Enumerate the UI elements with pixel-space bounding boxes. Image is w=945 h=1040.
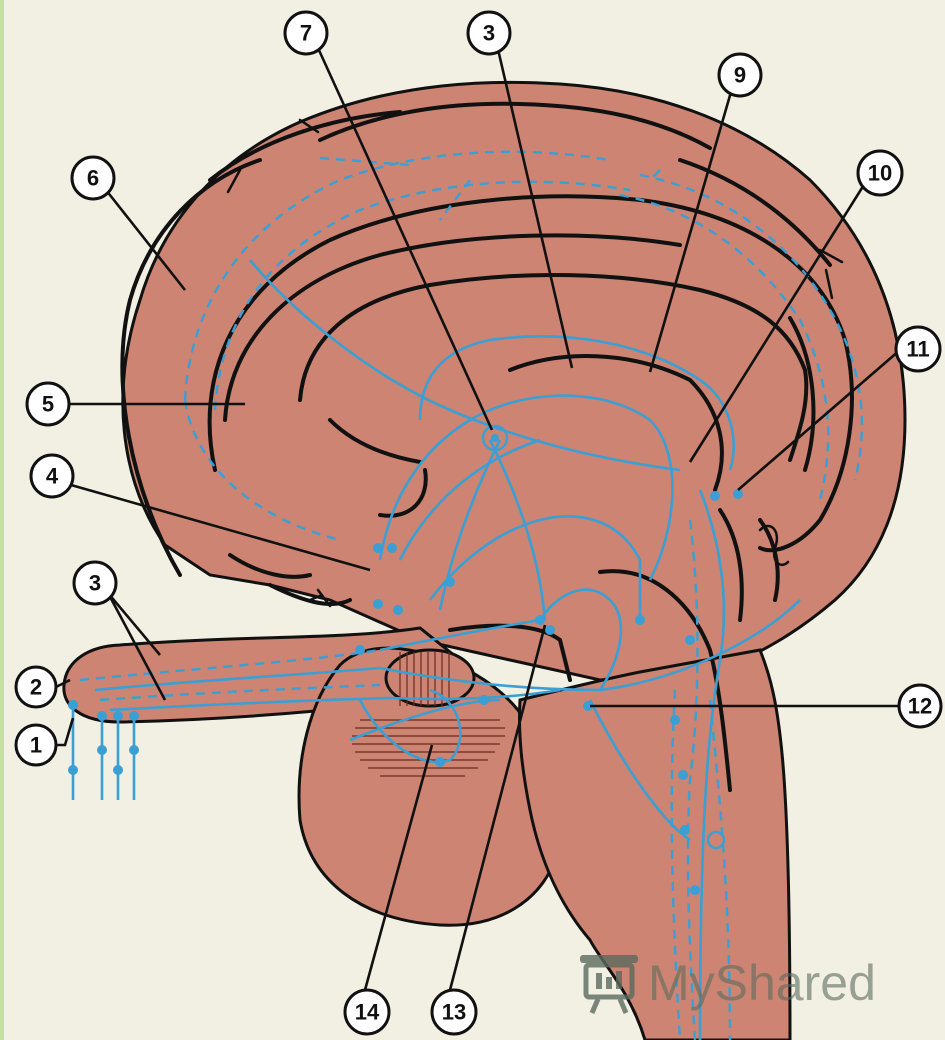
- callout-5: 5: [27, 383, 69, 425]
- svg-text:6: 6: [87, 166, 99, 191]
- svg-text:4: 4: [46, 464, 59, 489]
- svg-text:13: 13: [442, 1000, 466, 1025]
- svg-text:2: 2: [30, 675, 42, 700]
- svg-text:3: 3: [89, 571, 101, 596]
- callout-11: 11: [896, 327, 940, 371]
- svg-text:10: 10: [868, 161, 892, 186]
- watermark-text: MyShared: [648, 955, 876, 1011]
- callout-3-olfactory: 3: [74, 562, 116, 604]
- callout-6: 6: [72, 157, 114, 199]
- callout-9: 9: [719, 54, 761, 96]
- svg-text:11: 11: [906, 337, 929, 362]
- callout-1: 1: [16, 725, 56, 765]
- brain-tissue: [64, 82, 905, 1040]
- callout-10: 10: [858, 151, 902, 195]
- svg-text:12: 12: [908, 694, 932, 719]
- svg-text:5: 5: [42, 392, 54, 417]
- svg-text:9: 9: [734, 63, 746, 88]
- callout-7: 7: [285, 12, 327, 54]
- callout-2: 2: [16, 667, 56, 707]
- callout-14: 14: [345, 990, 389, 1034]
- svg-text:3: 3: [483, 21, 495, 46]
- callout-13: 13: [432, 990, 476, 1034]
- callout-4: 4: [31, 455, 73, 497]
- callout-3-top: 3: [468, 12, 510, 54]
- svg-text:14: 14: [355, 1000, 380, 1025]
- svg-text:7: 7: [300, 21, 312, 46]
- callout-12: 12: [899, 685, 941, 727]
- svg-text:1: 1: [30, 733, 42, 758]
